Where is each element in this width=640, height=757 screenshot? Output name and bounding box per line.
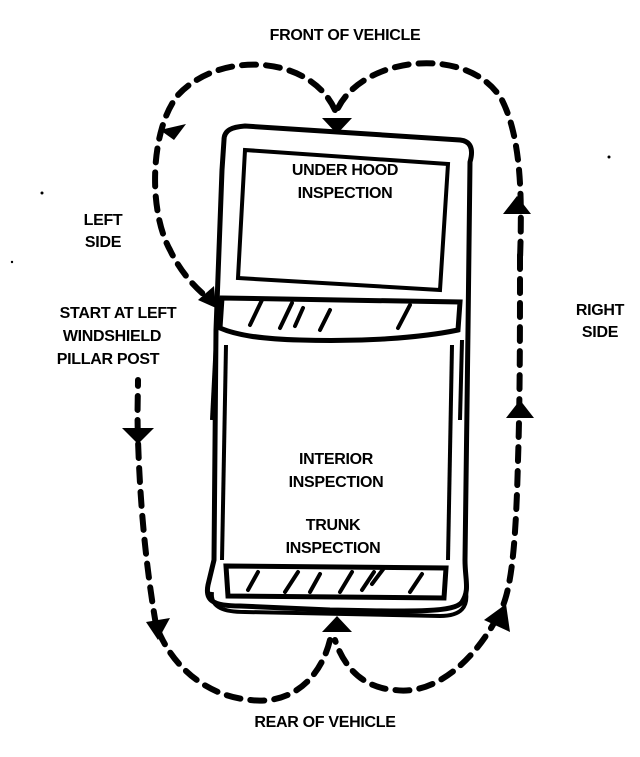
rear-window-streak [360,570,376,592]
left-pillar [210,339,218,421]
path-front-right-loop [335,60,524,263]
label-right-side: RIGHT [576,302,625,319]
speck [10,260,14,264]
speck [40,191,44,195]
rear-window-streak [308,572,322,594]
label-rear-of-vehicle: REAR OF VEHICLE [254,714,396,731]
windshield-streak [278,301,294,330]
speck [607,155,611,159]
arrow-left-windshield [198,286,216,308]
path-front-left-loop [152,61,338,301]
arrow-right-upper [503,196,531,214]
rear-window-streak [246,570,260,592]
right-door-line [446,344,454,561]
path-bottom-right-loop [332,613,501,694]
windshield [217,295,463,344]
arrow-right-middle [506,400,534,418]
scan-specks [10,155,611,264]
path-left-side [134,377,159,628]
rear-window [223,563,449,601]
arrow-left-lower [122,428,154,444]
arrow-bottom-right [484,604,510,632]
path-bottom-left-loop [155,627,333,704]
path-right-side [497,252,523,615]
left-door-line [220,344,228,561]
right-pillar [458,339,464,421]
rear-window-streak [338,570,354,594]
arrow-rear-center [322,616,352,632]
label-under-hood: INSPECTION [298,185,393,202]
label-interior: INSPECTION [289,474,384,491]
label-trunk: INSPECTION [286,540,381,557]
label-front-of-vehicle: FRONT OF VEHICLE [270,27,421,44]
car-top-view [204,123,475,619]
label-right-side: SIDE [582,324,619,341]
label-start-point: PILLAR POST [57,351,160,368]
label-under-hood: UNDER HOOD [292,162,398,179]
windshield-streak [248,298,264,327]
label-left-side: LEFT [84,212,123,229]
label-start-point: WINDSHIELD [63,328,161,345]
rear-window-streak [370,566,386,586]
windshield-streak [396,303,412,330]
rear-bumper [209,591,469,619]
label-start-point: START AT LEFT [60,305,177,322]
diagram-labels: FRONT OF VEHICLE REAR OF VEHICLE LEFT SI… [57,27,625,731]
label-interior: INTERIOR [299,451,374,468]
windshield-streak [318,308,332,332]
rear-window-streak [408,572,424,594]
windshield-streak [293,306,305,328]
rear-window-streak [283,570,300,594]
label-trunk: TRUNK [306,517,361,534]
arrow-front-left [160,124,186,140]
path-arrows [122,118,534,640]
arrow-bottom-left [146,618,170,640]
hood-panel [235,147,451,293]
arrow-front-center [322,118,352,134]
label-left-side: SIDE [85,234,122,251]
